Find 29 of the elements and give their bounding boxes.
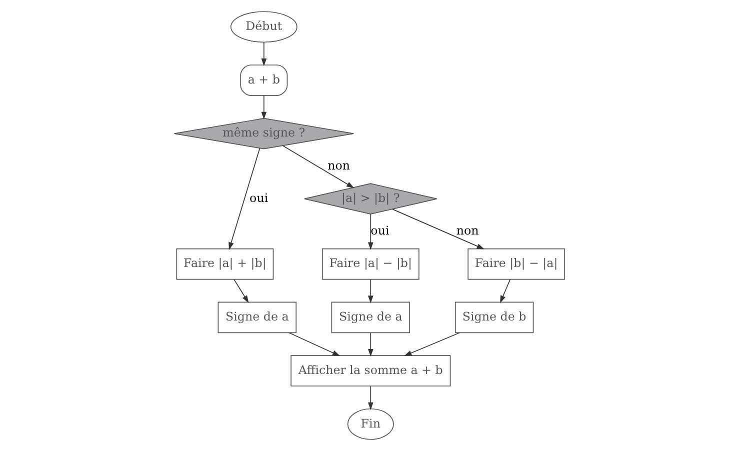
node-box: Afficher la somme a + b bbox=[290, 355, 450, 386]
edge-label: oui bbox=[370, 224, 389, 238]
node-diamond: même signe ? bbox=[173, 118, 354, 150]
node-box: a + b bbox=[240, 64, 288, 96]
arrow bbox=[367, 332, 373, 357]
arrow bbox=[260, 42, 266, 66]
arrow bbox=[367, 214, 373, 250]
node-box: Signe de b bbox=[454, 302, 534, 334]
node-box: Faire |a| + |b| bbox=[176, 248, 274, 280]
node-box: Faire |a| − |b| bbox=[321, 248, 419, 280]
arrow bbox=[282, 145, 354, 188]
node-box: Signe de a bbox=[217, 302, 296, 334]
arrow bbox=[367, 279, 373, 304]
edge-label: non bbox=[456, 224, 478, 238]
edge-label: non bbox=[327, 158, 350, 172]
arrow bbox=[392, 208, 484, 250]
arrow bbox=[288, 332, 340, 356]
arrow bbox=[500, 279, 510, 304]
node-box: Signe de a bbox=[330, 302, 410, 334]
node-box: Faire |b| − |a| bbox=[467, 248, 565, 280]
edge-label: oui bbox=[249, 190, 268, 205]
arrow bbox=[228, 148, 260, 250]
arrow bbox=[260, 95, 266, 120]
arrow bbox=[367, 386, 373, 410]
node-ellipse: Fin bbox=[346, 408, 394, 440]
node-diamond: |a| > |b| ? bbox=[303, 183, 437, 214]
arrow bbox=[233, 279, 248, 304]
arrow bbox=[403, 332, 460, 356]
node-ellipse: Début bbox=[230, 11, 297, 43]
